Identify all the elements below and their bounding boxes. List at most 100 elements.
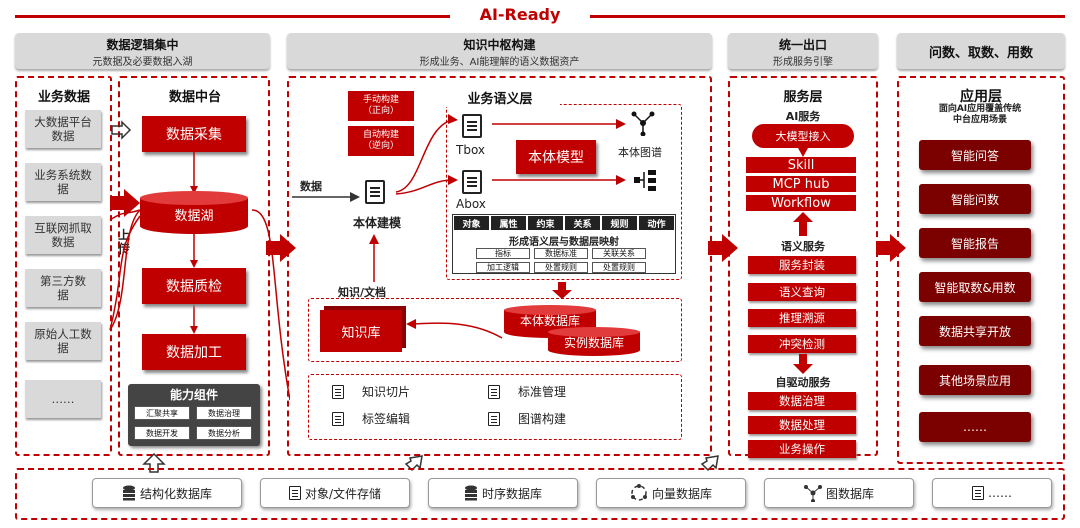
tbox-icon	[462, 114, 482, 142]
data-to-modeling-arrow	[292, 192, 360, 202]
self-service-operation: 业务操作	[748, 440, 856, 458]
doc-icon	[332, 411, 344, 426]
file-icon	[972, 486, 984, 500]
mapping-title: 形成语义层与数据层映射	[509, 237, 619, 248]
knowledge-docs-label: 知识/文档	[338, 286, 387, 299]
app-layer-panel	[897, 76, 1065, 464]
ontology-graph-label: 本体图谱	[618, 146, 662, 159]
data-input-label: 数据	[300, 180, 322, 193]
capability-analysis: 数据分析	[196, 426, 252, 440]
tool-graph-build: 图谱构建	[488, 410, 566, 427]
storage-structured-db: 结构化数据库	[92, 478, 242, 508]
app-data-share: 数据共享开放	[919, 316, 1031, 346]
business-item-manual: 原始人工数据	[25, 322, 101, 360]
business-item-bigdata: 大数据平台数据	[25, 110, 101, 148]
arrow-business-to-platform	[110, 189, 140, 217]
app-smart-report: 智能报告	[919, 228, 1031, 258]
llm-down-arrow	[798, 148, 808, 157]
database-icon	[464, 485, 477, 501]
semantic-service-query: 语义查询	[748, 283, 856, 301]
llm-access-box: 大模型接入	[752, 124, 854, 148]
manual-build-tag: 手动构建（正向）	[348, 91, 414, 121]
mapping-metric: 指标	[476, 248, 530, 259]
table-header-object: 对象	[454, 216, 489, 230]
mapping-relation: 关联关系	[592, 248, 646, 259]
table-header-constraint: 约束	[528, 216, 563, 230]
ontology-modeling-label: 本体建模	[352, 216, 401, 230]
mapping-rule-1: 处置规则	[534, 262, 588, 273]
ontology-modeling-icon	[365, 180, 385, 208]
file-icon	[288, 486, 301, 500]
header-logic-centralize: 数据逻辑集中元数据及必要数据入湖	[15, 33, 270, 69]
self-service-processing: 数据处理	[748, 416, 856, 434]
table-header-action: 动作	[639, 216, 674, 230]
semantic-layer-title: 业务语义层	[440, 88, 560, 107]
table-header-rule: 规则	[602, 216, 637, 230]
ontology-model-box: 本体模型	[516, 140, 596, 174]
semantic-arrows	[492, 119, 626, 185]
auto-build-tag: 自动构建（逆向）	[348, 126, 414, 156]
header-unified-exit: 统一出口形成服务引擎	[728, 33, 878, 69]
doc-icon	[332, 384, 344, 399]
ai-workflow: Workflow	[746, 195, 856, 211]
left-connectors	[109, 120, 290, 401]
vector-icon	[630, 484, 647, 501]
database-icon	[122, 485, 135, 501]
data-collect-box: 数据采集	[142, 116, 246, 152]
doc-icon	[488, 384, 500, 399]
tool-knowledge-slice: 知识切片	[332, 383, 410, 400]
business-item-thirdparty: 第三方数据	[25, 269, 101, 307]
header-knowledge-hub: 知识中枢构建形成业务、AI能理解的语义数据资产	[287, 33, 712, 69]
data-process-box: 数据加工	[142, 334, 246, 370]
business-data-panel	[15, 76, 112, 456]
semantic-service-conflict: 冲突检测	[748, 335, 856, 353]
db-to-kb-arrow	[406, 319, 503, 339]
app-smart-query: 智能问数	[919, 184, 1031, 214]
business-item-more: ……	[25, 380, 101, 418]
graph-icon	[803, 485, 822, 502]
data-platform-title: 数据中台	[168, 90, 221, 105]
business-item-system: 业务系统数据	[25, 163, 101, 201]
table-header-relation: 关系	[565, 216, 600, 230]
service-layer-title: 服务层	[783, 90, 823, 105]
app-more: ……	[919, 412, 1031, 442]
ontology-graph-icon	[631, 111, 655, 136]
ai-service-title: AI服务	[785, 110, 821, 123]
semantic-service-wrap: 服务封装	[748, 256, 856, 274]
storage-graph-db: 图数据库	[764, 478, 914, 508]
business-item-internet: 互联网抓取数据	[25, 216, 101, 254]
header-ask-fetch-use: 问数、取数、用数	[897, 33, 1065, 69]
semantic-service-title: 语义服务	[781, 240, 825, 253]
self-service-title: 自驱动服务	[775, 376, 831, 389]
capability-title: 能力组件	[169, 388, 218, 402]
knowledge-base-box: 知识库	[320, 310, 402, 352]
mapping-rule-2: 处置规则	[592, 262, 646, 273]
storage-object-file: 对象/文件存储	[260, 478, 410, 508]
semantic-up-arrow	[793, 212, 813, 236]
ai-mcp-hub: MCP hub	[746, 176, 856, 192]
app-other-scenarios: 其他场景应用	[919, 365, 1031, 395]
tool-standard-mgmt: 标准管理	[488, 383, 566, 400]
app-smart-fetch-use: 智能取数&用数	[919, 272, 1031, 302]
knowledge-tools-panel	[308, 374, 682, 440]
abox-label: Abox	[456, 197, 486, 211]
knowledge-hub-panel	[287, 76, 712, 456]
data-quality-box: 数据质检	[142, 268, 246, 304]
tool-tag-edit: 标签编辑	[332, 410, 410, 427]
data-lake-label: 数据湖	[174, 209, 214, 224]
tbox-label: Tbox	[456, 143, 486, 157]
mapping-logic: 加工逻辑	[476, 262, 530, 273]
doc-icon	[488, 411, 500, 426]
storage-more: ……	[932, 478, 1052, 508]
data-platform-panel	[118, 76, 270, 456]
storage-timeseries-db: 时序数据库	[428, 478, 578, 508]
semantic-layer-panel	[446, 104, 682, 280]
app-layer-title: 应用层	[960, 89, 1002, 105]
capability-governance: 数据治理	[196, 406, 252, 420]
table-header-attribute: 属性	[491, 216, 526, 230]
capability-share: 汇聚共享	[134, 406, 190, 420]
ai-skill: Skill	[746, 157, 856, 173]
mapping-standard: 数据标准	[534, 248, 588, 259]
modeling-to-semantic-arrows	[395, 114, 458, 195]
abox-icon	[462, 170, 482, 198]
